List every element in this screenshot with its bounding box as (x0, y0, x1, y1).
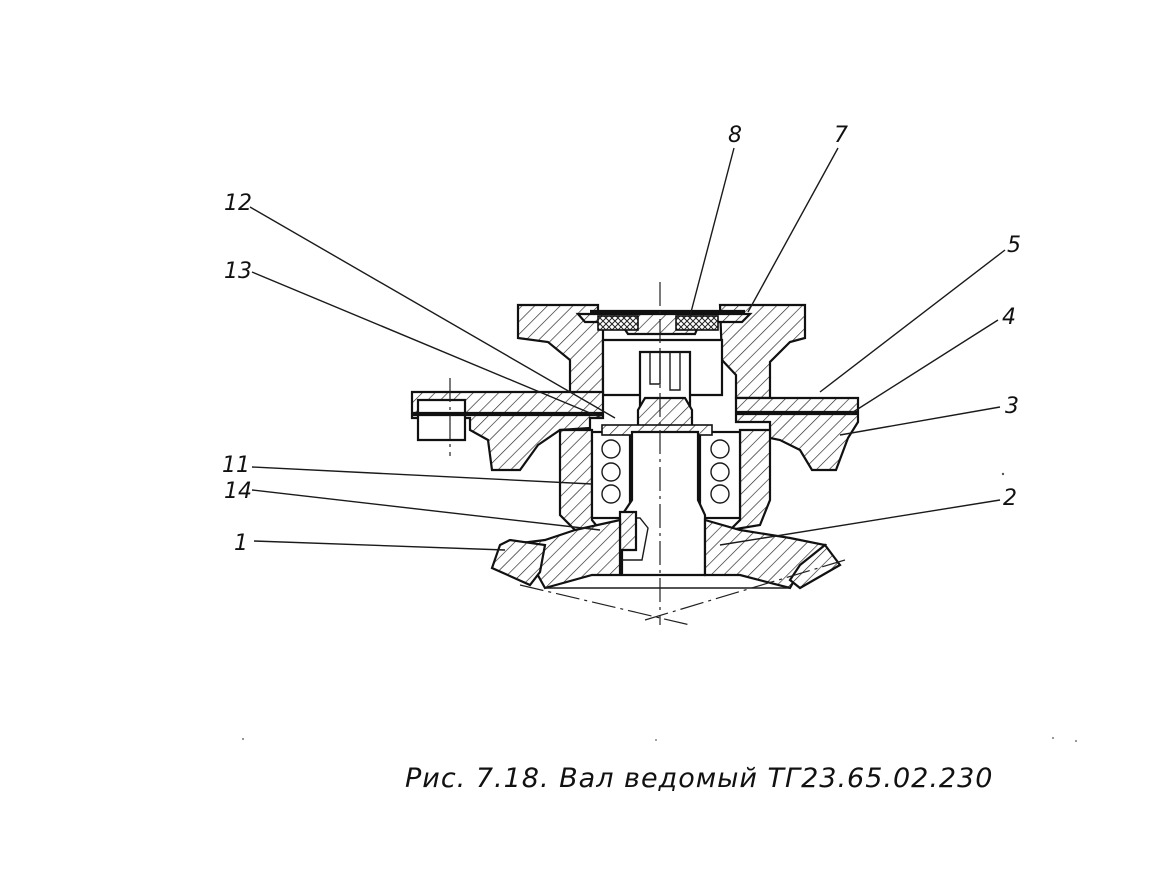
callout-11: 11 (222, 453, 250, 478)
callout-3: 3 (1005, 394, 1019, 419)
leader-3 (839, 406, 1001, 436)
figure-caption: Рис. 7.18. Вал ведомый ТГ23.65.02.230 (405, 763, 993, 794)
callout-14: 14 (224, 479, 252, 504)
base-wheel (490, 518, 842, 590)
callout-labels: 1 2 3 4 5 7 8 11 12 13 14 (222, 123, 1021, 556)
leader-2 (719, 499, 1001, 546)
callout-5: 5 (1007, 233, 1021, 258)
shaft-body (620, 430, 707, 577)
housing-right-wall (718, 303, 807, 400)
leader-lines (249, 147, 1006, 551)
leader-4 (849, 319, 999, 415)
leader-11 (251, 466, 593, 485)
callout-1: 1 (234, 531, 248, 556)
slot-right (669, 352, 681, 391)
leader-13 (251, 271, 603, 419)
shaft-top (636, 350, 694, 434)
middle-flange (410, 390, 860, 472)
upper-housing (516, 303, 807, 400)
cone-line-right (644, 559, 846, 621)
leader-5 (819, 249, 1006, 393)
seal-right (675, 315, 719, 331)
right-flange-plate (734, 396, 860, 472)
seal-cover (575, 309, 753, 336)
leader-7 (747, 147, 839, 313)
center-lines (449, 282, 846, 626)
seal-left (597, 315, 639, 331)
leader-12 (249, 206, 616, 419)
bearing-balls (601, 439, 730, 504)
callout-13: 13 (224, 259, 252, 284)
driven-shaft (618, 430, 707, 577)
callout-12: 12 (224, 191, 252, 216)
leader-14 (251, 489, 601, 531)
callout-2: 2 (1003, 486, 1017, 511)
bearing-housing (558, 424, 772, 532)
flange-bolt-block (416, 398, 467, 442)
bearing-left-outer (590, 430, 632, 520)
leader-1 (253, 540, 506, 551)
cone-line-left (519, 584, 691, 626)
leader-8 (689, 147, 735, 317)
wheel-rim-left (490, 538, 547, 587)
key (618, 510, 638, 552)
callout-7: 7 (834, 123, 848, 148)
callout-8: 8 (728, 123, 742, 148)
callout-4: 4 (1002, 305, 1016, 330)
scan-specks (242, 472, 1077, 742)
bearing-right-outer (698, 430, 742, 520)
